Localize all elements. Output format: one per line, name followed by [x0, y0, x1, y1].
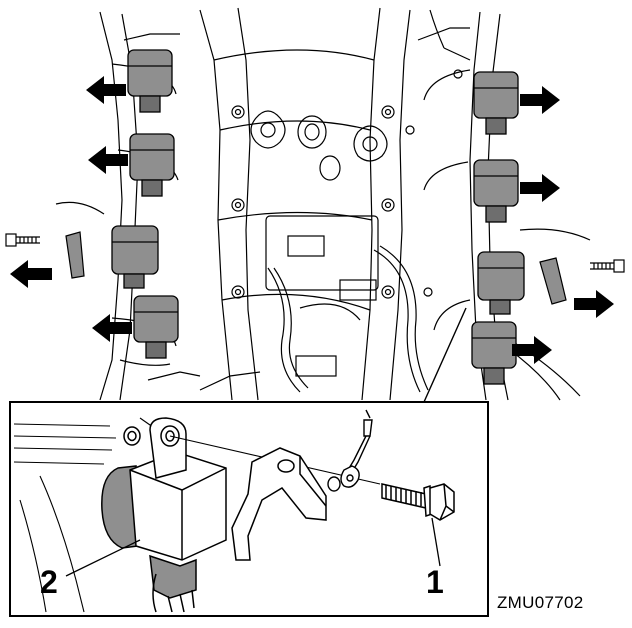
coil-boot: [101, 465, 139, 549]
ignition-coil-right-4: [471, 321, 517, 385]
removal-arrow-left-2: [88, 146, 128, 174]
detail-inset: [9, 401, 489, 617]
coil-brackets-upper: [65, 231, 567, 305]
bolt-detail: [381, 483, 455, 521]
removal-arrows: [10, 76, 614, 364]
removal-arrow-left-3: [10, 260, 52, 288]
coil-connector: [149, 554, 197, 599]
washer: [327, 476, 341, 492]
removal-arrow-right-3: [574, 290, 614, 318]
bracket-left-upper: [65, 231, 85, 279]
bolt-left-upper: [5, 233, 40, 247]
ignition-coils-left-bank: [111, 49, 179, 359]
bracket-right-upper: [539, 257, 567, 305]
ignition-coil-left-3: [111, 225, 159, 289]
removal-arrow-right-1: [520, 86, 560, 114]
ignition-coil-right-2: [473, 159, 519, 223]
ground-wire-terminal: [340, 409, 373, 488]
ignition-coil-left-1: [127, 49, 173, 113]
engine-block-outline: [55, 7, 591, 401]
callout-leaders: [65, 517, 441, 577]
bolts-upper: [5, 233, 625, 273]
detail-leader-line: [423, 307, 467, 403]
removal-arrow-right-2: [520, 174, 560, 202]
callout-2-leader: [65, 539, 141, 577]
ignition-coil-right-1: [473, 71, 519, 135]
callout-2-ignition-coil: 2: [40, 564, 58, 600]
callout-1-bolt: 1: [426, 564, 444, 600]
bracket-detail: [231, 447, 327, 561]
removal-arrow-right-4: [512, 336, 552, 364]
bolt-right-upper: [590, 259, 625, 273]
figure-code: ZMU07702: [497, 593, 584, 612]
ignition-coil-left-4: [133, 295, 179, 359]
ignition-coil-left-2: [129, 133, 175, 197]
callout-1-leader: [431, 517, 441, 567]
ignition-coils-right-bank: [471, 71, 525, 385]
removal-arrow-left-4: [92, 314, 132, 342]
inset-background-lines: [13, 417, 161, 613]
ignition-coil-right-3: [477, 251, 525, 315]
removal-arrow-left-1: [86, 76, 126, 104]
ignition-coil-detail: [101, 417, 227, 613]
